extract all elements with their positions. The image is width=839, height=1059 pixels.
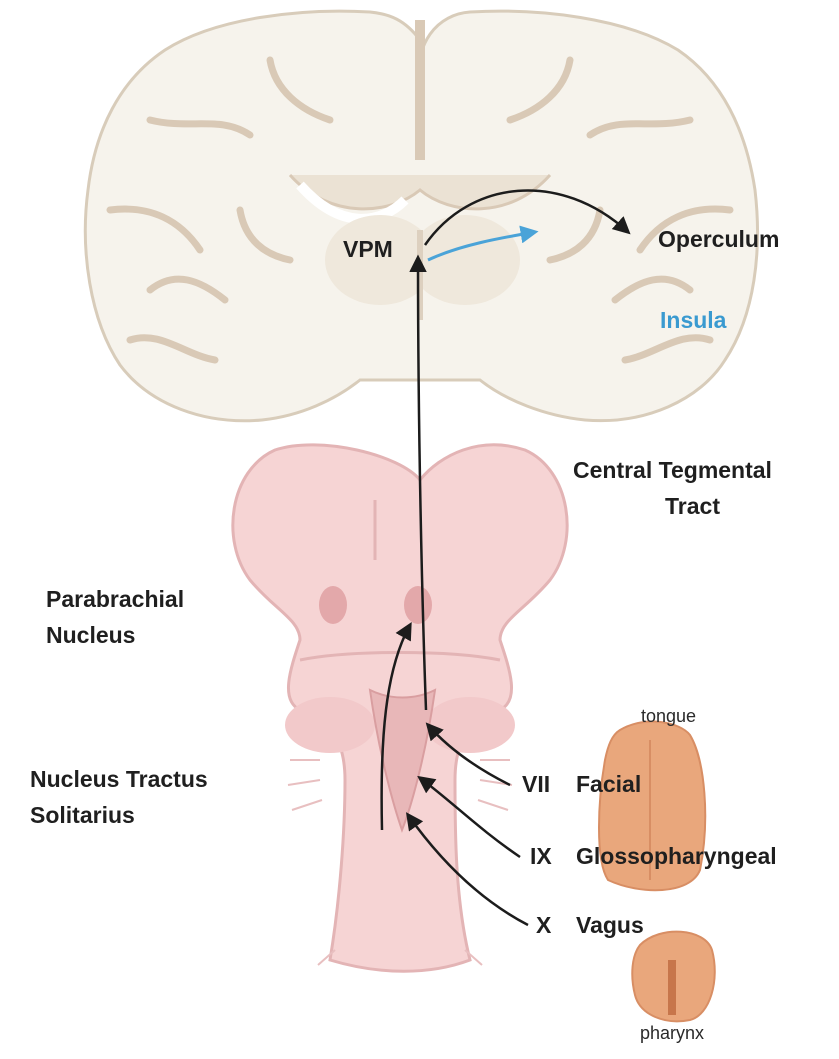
- nerve-x-name: Vagus: [576, 912, 644, 940]
- nerve-ix-name: Glossopharyngeal: [576, 843, 777, 871]
- central-tegmental-label-line2: Tract: [665, 493, 720, 521]
- coronal-brain-section: [85, 11, 757, 421]
- parabrachial-label-line1: Parabrachial: [46, 586, 184, 614]
- nerve-x-numeral: X: [536, 912, 551, 940]
- nts-label-line2: Solitarius: [30, 802, 135, 830]
- right-peduncle: [425, 697, 515, 753]
- central-tegmental-label-line1: Central Tegmental: [573, 457, 772, 485]
- vpm-label: VPM: [343, 236, 393, 264]
- nerve-ix-numeral: IX: [530, 843, 552, 871]
- operculum-label: Operculum: [658, 226, 779, 254]
- brainstem: [233, 445, 567, 971]
- tongue-label: tongue: [641, 706, 696, 728]
- right-thalamus: [410, 215, 520, 305]
- right-parabrachial-nucleus: [404, 586, 432, 624]
- pharynx-label: pharynx: [640, 1023, 704, 1045]
- parabrachial-label-line2: Nucleus: [46, 622, 135, 650]
- pharynx-illustration: [632, 932, 714, 1022]
- insula-label: Insula: [660, 307, 726, 335]
- nerve-vii-numeral: VII: [522, 771, 550, 799]
- nerve-vii-name: Facial: [576, 771, 641, 799]
- nts-label-line1: Nucleus Tractus: [30, 766, 208, 794]
- left-parabrachial-nucleus: [319, 586, 347, 624]
- left-peduncle: [285, 697, 375, 753]
